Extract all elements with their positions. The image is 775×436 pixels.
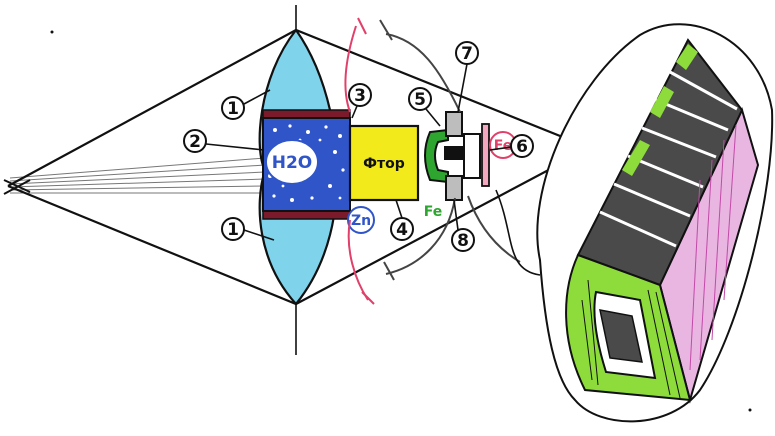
- callout-5: 5: [414, 90, 426, 110]
- water-formula: H2O: [272, 153, 313, 173]
- cutaway-detail: [537, 24, 772, 421]
- callout-2: 2: [189, 132, 201, 152]
- iron-pink-label: Fe: [494, 138, 513, 154]
- callout-1-lower: 1: [227, 220, 239, 240]
- upper-plate: [263, 110, 350, 118]
- magnet-coil: [444, 112, 489, 200]
- callout-3: 3: [354, 86, 366, 106]
- lower-plate: [263, 211, 350, 219]
- callout-4: 4: [396, 220, 408, 240]
- callout-8: 8: [457, 231, 469, 251]
- stray-dot: [749, 409, 752, 412]
- zinc-marker: Zn: [348, 207, 374, 233]
- stray-dot: [51, 31, 54, 34]
- iron-green-marker: Fe: [424, 204, 443, 220]
- fluorine-label: Фтор: [363, 156, 405, 172]
- detail-connector: [496, 190, 540, 275]
- zinc-label: Zn: [351, 213, 371, 229]
- callout-1-upper: 1: [227, 99, 239, 119]
- callout-6: 6: [516, 137, 528, 157]
- water-label: H2O: [266, 140, 318, 184]
- callout-7: 7: [461, 44, 473, 64]
- iron-green-label: Fe: [424, 204, 443, 220]
